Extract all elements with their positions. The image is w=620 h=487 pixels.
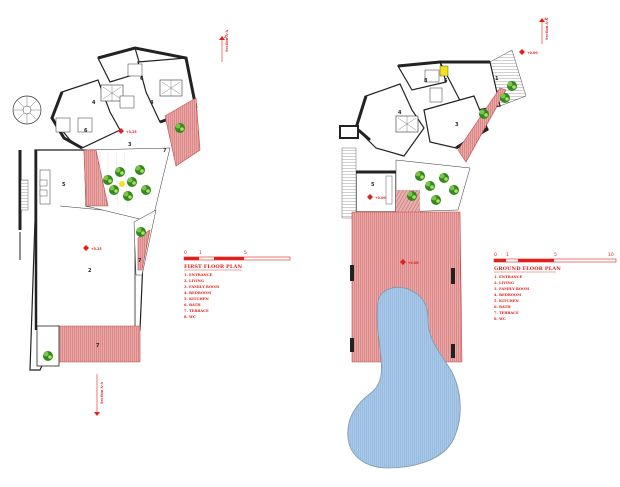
svg-text:2. LIVING: 2. LIVING [184, 279, 204, 283]
svg-text:+0.00: +0.00 [408, 261, 419, 265]
svg-text:1. ENTRANCE: 1. ENTRANCE [494, 275, 523, 279]
svg-text:7. TERRACE: 7. TERRACE [184, 309, 209, 313]
svg-text:5: 5 [554, 252, 557, 258]
section-mark-top: Section A-A A [219, 30, 229, 62]
room-number: 5 [62, 182, 66, 188]
svg-text:5: 5 [244, 250, 247, 256]
ground-courtyard [395, 159, 471, 213]
level-marker: +0.00 [367, 194, 386, 200]
room-number: 4 [150, 100, 154, 106]
room-number: 7 [96, 343, 100, 349]
room-number: 3 [128, 142, 132, 148]
room-number: 4 [92, 100, 96, 106]
svg-text:10: 10 [608, 252, 614, 258]
svg-text:Section A-A: Section A-A [225, 30, 229, 52]
room-number: 3 [455, 122, 459, 128]
room-number: 5 [371, 182, 375, 188]
section-mark-top: Section A-A A [539, 17, 549, 44]
svg-text:+0.00: +0.00 [375, 196, 386, 200]
svg-text:0: 0 [184, 250, 187, 256]
room-number: 2 [88, 268, 92, 274]
legend: 1. ENTRANCE 2. LIVING 3. FAMILY ROOM 4. … [184, 273, 219, 319]
svg-text:4. BEDROOM: 4. BEDROOM [184, 291, 211, 295]
svg-text:3. FAMILY ROOM: 3. FAMILY ROOM [184, 285, 219, 289]
svg-text:Section A-A: Section A-A [100, 382, 104, 404]
level-marker: +3.25 [83, 245, 102, 251]
plan-title: FIRST FLOOR PLAN [184, 264, 242, 270]
room-number: 8 [424, 78, 428, 84]
section-mark-bottom: Section A-A [94, 374, 104, 416]
room-number: 7 [163, 148, 167, 154]
room-number: 6 [444, 78, 448, 84]
room-number: 1 [495, 76, 499, 82]
room-number: 7 [138, 258, 142, 264]
svg-text:+0.00: +0.00 [527, 51, 538, 55]
svg-text:+3.25: +3.25 [126, 130, 137, 134]
stair-down [20, 179, 29, 211]
svg-text:1: 1 [199, 250, 202, 256]
level-marker: +0.00 [519, 49, 538, 55]
svg-text:2. LIVING: 2. LIVING [494, 281, 514, 285]
svg-text:4. BEDROOM: 4. BEDROOM [494, 293, 521, 297]
plan-title: GROUND FLOOR PLAN [494, 266, 561, 272]
room-number: 6 [140, 76, 144, 82]
ground-floor-plan: 6 8 1 4 3 5 +0.00 +0.00 +0.00 Section A-… [339, 17, 617, 469]
svg-text:7. TERRACE: 7. TERRACE [494, 311, 519, 315]
svg-text:6. BATH: 6. BATH [184, 303, 201, 307]
first-floor-plan: 4 6 6 4 3 5 2 7 7 7 +3.25 +3.25 Section … [12, 30, 291, 416]
room-number: 6 [84, 128, 88, 134]
svg-text:8. WC: 8. WC [184, 315, 196, 319]
level-marker: +0.00 [400, 259, 419, 265]
swimming-pool [347, 286, 461, 469]
room-number: 4 [398, 110, 402, 116]
svg-text:3. FAMILY ROOM: 3. FAMILY ROOM [494, 287, 529, 291]
living-wing [18, 149, 146, 371]
level-marker: +3.25 [118, 128, 137, 134]
svg-text:6. BATH: 6. BATH [494, 305, 511, 309]
bedroom-wing [50, 46, 201, 167]
svg-text:5. KITCHEN: 5. KITCHEN [494, 299, 519, 303]
ground-wing [339, 60, 517, 163]
svg-text:A: A [223, 35, 227, 39]
svg-text:8. WC: 8. WC [494, 317, 506, 321]
legend: 1. ENTRANCE 2. LIVING 3. FAMILY ROOM 4. … [494, 275, 529, 321]
svg-text:1. ENTRANCE: 1. ENTRANCE [184, 273, 213, 277]
svg-text:+3.25: +3.25 [91, 247, 102, 251]
svg-text:Section A-A: Section A-A [545, 18, 549, 40]
svg-text:0: 0 [494, 252, 497, 258]
ground-kitchen [341, 147, 397, 219]
scale-bar: 0 1 5 10 [493, 252, 617, 263]
scale-bar: 0 1 5 [183, 250, 291, 261]
svg-text:5. KITCHEN: 5. KITCHEN [184, 297, 209, 301]
accent-box [439, 65, 449, 77]
courtyard-garden [83, 147, 171, 223]
spiral-stair [12, 95, 42, 125]
svg-text:A: A [543, 17, 547, 21]
side-planter [133, 209, 157, 276]
svg-text:1: 1 [506, 252, 509, 258]
